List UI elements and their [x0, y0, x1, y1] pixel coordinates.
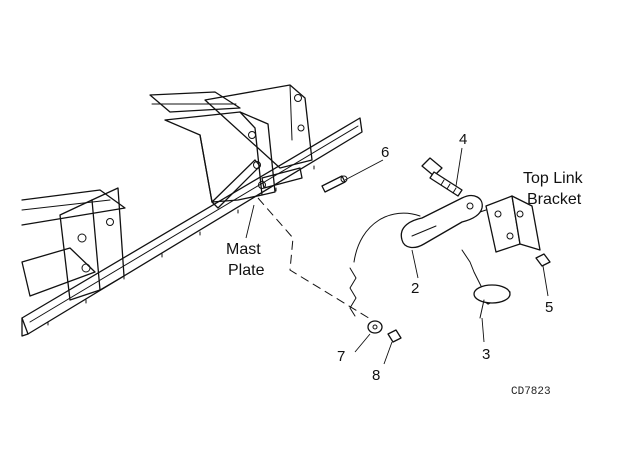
top-link-bracket — [479, 195, 541, 253]
label-mast-line2: Plate — [228, 262, 265, 279]
mast-plate-leader — [245, 204, 255, 239]
callout-4: 4 — [459, 131, 467, 148]
part-6-pin — [321, 159, 384, 193]
callout-7: 7 — [337, 348, 345, 365]
callout-6: 6 — [381, 144, 389, 161]
label-mast-line1: Mast — [226, 241, 261, 258]
part-3-linch-pin — [461, 249, 511, 343]
part-8-nut — [383, 329, 402, 365]
label-top-link-line2: Bracket — [527, 191, 582, 208]
figure-code: CD7823 — [511, 386, 551, 398]
callout-5: 5 — [545, 299, 553, 316]
assembly-centerline — [257, 197, 373, 321]
label-top-link-line1: Top Link — [523, 170, 584, 187]
callout-3: 3 — [482, 346, 490, 363]
callout-2: 2 — [411, 280, 419, 297]
part-7-washer — [354, 320, 383, 353]
callout-8: 8 — [372, 367, 380, 384]
part-2-top-link — [400, 194, 483, 279]
part-5-nut — [535, 253, 551, 297]
frame-assembly — [21, 84, 363, 337]
retaining-cable — [349, 212, 421, 317]
part-4-bolt — [421, 147, 463, 197]
